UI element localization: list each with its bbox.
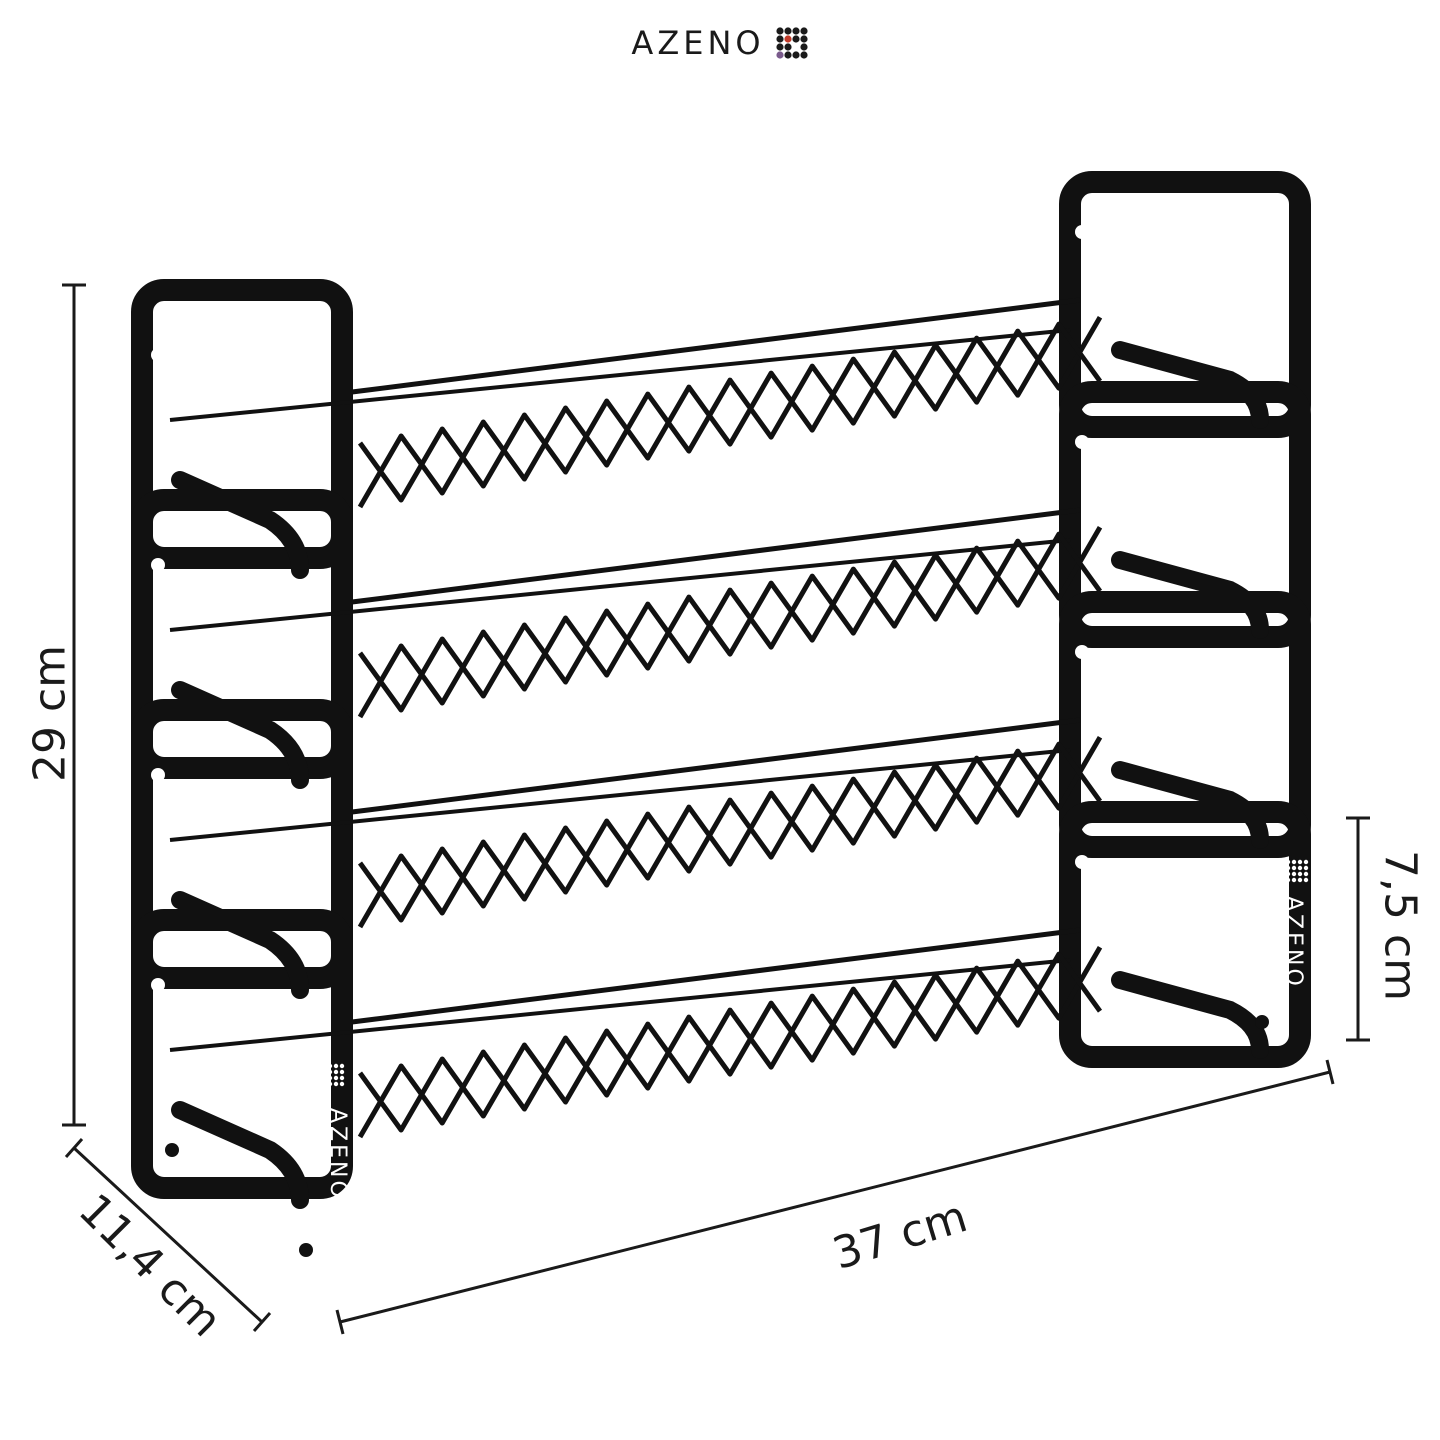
zigzag-wire	[357, 735, 1103, 923]
back-logo-icon	[1297, 859, 1303, 865]
back-logo-icon	[1297, 865, 1303, 871]
width-line	[339, 1070, 1331, 1324]
width-tick-left	[335, 1309, 345, 1335]
back-logo-icon	[1291, 859, 1297, 865]
keyhole-icon	[1075, 435, 1089, 449]
front-logo-icon	[339, 1069, 345, 1075]
front-logo-icon	[321, 1063, 327, 1069]
foot	[299, 1243, 313, 1257]
front-logo-icon	[327, 1081, 333, 1087]
top-rail	[351, 507, 1081, 605]
keyhole-icon	[151, 348, 165, 362]
back-logo-icon	[1291, 877, 1297, 883]
cradle	[171, 891, 309, 999]
depth-tick-top	[64, 1138, 84, 1158]
front-logo-icon	[339, 1075, 345, 1081]
back-frame	[1059, 591, 1311, 858]
width-tick-right	[1325, 1059, 1335, 1085]
back-logo-icon	[1303, 877, 1309, 883]
tier-height-label: 7,5 cm	[1374, 849, 1426, 1001]
front-frame	[131, 279, 353, 569]
front-side-brand: AZENO	[325, 1108, 350, 1201]
back-logo-icon	[1297, 871, 1303, 877]
back-rail	[169, 748, 1071, 842]
cradle	[171, 681, 309, 789]
keyhole-icon	[151, 978, 165, 992]
back-logo-icon	[1291, 871, 1297, 877]
top-rail	[351, 297, 1081, 395]
top-rail	[351, 927, 1081, 1025]
cradle	[1111, 971, 1269, 1059]
foot	[165, 1143, 179, 1157]
depth-line	[72, 1146, 264, 1324]
back-side-brand: AZENO	[1281, 896, 1306, 989]
front-frame	[131, 909, 353, 1199]
keyhole-icon	[151, 558, 165, 572]
front-logo-icon	[321, 1075, 327, 1081]
zigzag-wire	[357, 741, 1103, 929]
top-rail	[351, 717, 1081, 815]
brand-name: AZENO	[631, 24, 765, 62]
front-logo-icon	[333, 1081, 339, 1087]
dot-grid-logo-icon	[775, 27, 808, 59]
keyhole-icon	[151, 768, 165, 782]
zigzag-wire	[357, 951, 1103, 1139]
back-rail	[169, 328, 1071, 422]
foot	[1255, 1015, 1269, 1029]
front-frame	[131, 699, 353, 989]
front-frame	[131, 489, 353, 779]
back-logo-icon	[1285, 859, 1291, 865]
cradle	[171, 471, 309, 579]
depth-tick-bottom	[252, 1312, 272, 1332]
front-logo-icon	[333, 1069, 339, 1075]
back-logo-icon	[1285, 871, 1291, 877]
keyhole-icon	[1075, 645, 1089, 659]
front-logo-icon	[339, 1081, 345, 1087]
back-frame	[1059, 801, 1311, 1068]
front-logo-icon	[327, 1063, 333, 1069]
cradle	[171, 1101, 309, 1209]
zigzag-wire	[357, 531, 1103, 719]
back-logo-icon	[1303, 859, 1309, 865]
front-logo-icon	[321, 1069, 327, 1075]
back-logo-icon	[1285, 865, 1291, 871]
front-logo-icon	[339, 1063, 345, 1069]
keyhole-icon	[1075, 855, 1089, 869]
brand-header: AZENO	[0, 24, 1440, 62]
back-rail	[169, 958, 1071, 1052]
height-label: 29 cm	[24, 644, 76, 783]
back-logo-icon	[1303, 871, 1309, 877]
zigzag-wire	[357, 525, 1103, 713]
keyhole-icon	[1075, 225, 1089, 239]
zigzag-wire	[357, 321, 1103, 509]
front-logo-icon	[327, 1069, 333, 1075]
zigzag-wire	[357, 315, 1103, 503]
front-logo-icon	[321, 1081, 327, 1087]
front-logo-icon	[327, 1075, 333, 1081]
back-logo-icon	[1297, 877, 1303, 883]
back-logo-icon	[1285, 877, 1291, 883]
back-logo-icon	[1303, 865, 1309, 871]
back-frame	[1059, 171, 1311, 438]
back-rail	[169, 538, 1071, 632]
back-frame	[1059, 381, 1311, 648]
back-logo-icon	[1291, 865, 1297, 871]
zigzag-wire	[357, 945, 1103, 1133]
front-logo-icon	[333, 1075, 339, 1081]
front-logo-icon	[333, 1063, 339, 1069]
